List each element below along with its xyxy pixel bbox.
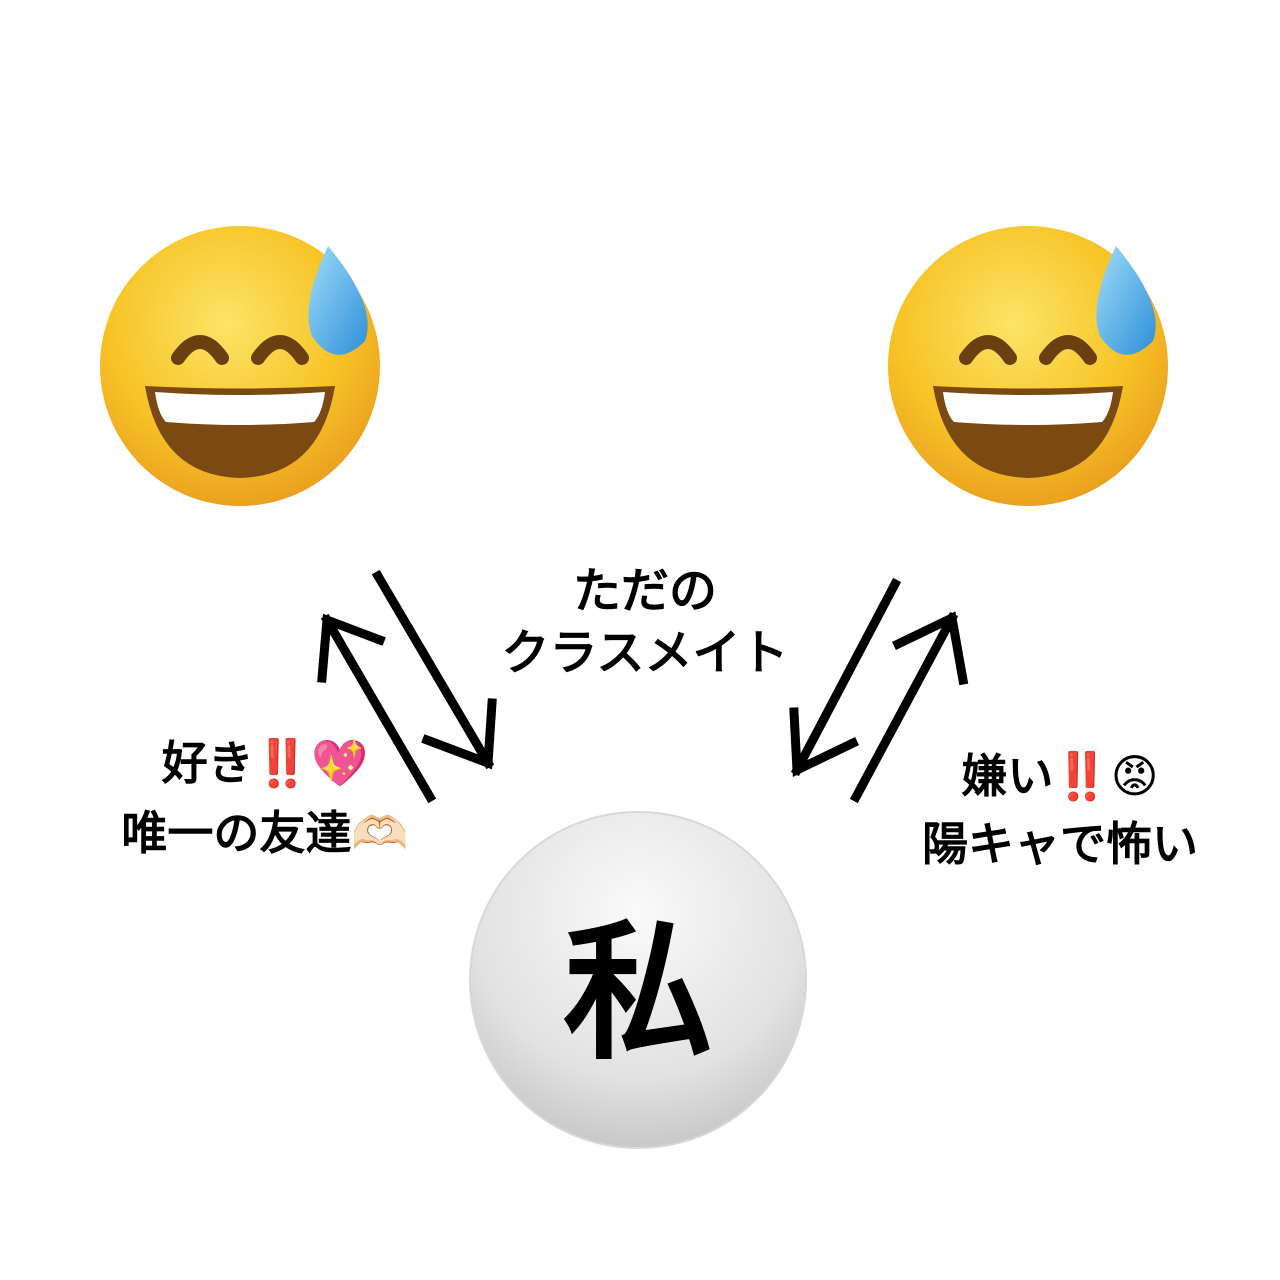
left-relation-label: 好き‼️💖 唯一の友達🫶🏻 bbox=[85, 728, 445, 868]
me-label: 私 bbox=[562, 906, 713, 1081]
left-relation-line2: 唯一の友達🫶🏻 bbox=[121, 806, 409, 860]
right-relation-label: 嫌い‼️😡 陽キャで怖い bbox=[880, 742, 1240, 878]
right-relation-line2: 陽キャで怖い bbox=[922, 817, 1198, 871]
arrow-right-up bbox=[849, 611, 969, 804]
center-relation-label: ただの クラスメイト bbox=[470, 560, 820, 684]
left-relation-line1: 好き‼️💖 bbox=[161, 736, 369, 790]
center-relation-line2: クラスメイト bbox=[501, 625, 789, 681]
arrow-left-down bbox=[371, 569, 497, 770]
person-right-face-icon bbox=[888, 226, 1168, 506]
person-left-face-icon bbox=[100, 226, 380, 506]
arrow-right-down bbox=[789, 577, 902, 777]
right-relation-line1: 嫌い‼️😡 bbox=[961, 749, 1159, 803]
me-circle bbox=[469, 811, 807, 1149]
arrow-left-up bbox=[317, 613, 437, 804]
center-relation-line1: ただの bbox=[572, 563, 717, 619]
